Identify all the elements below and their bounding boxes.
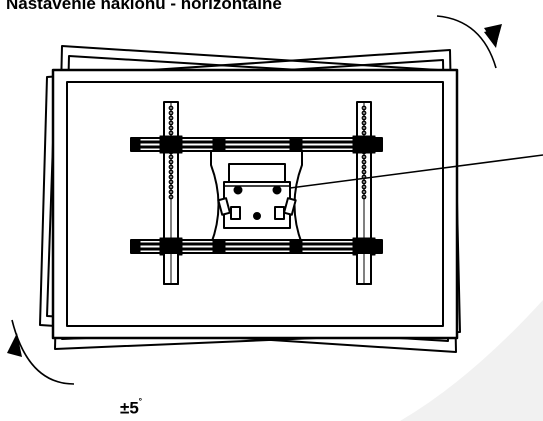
diagram-title: Nastavenie náklonu - horizontálne — [6, 0, 282, 13]
background-shadow-curve — [400, 300, 543, 421]
tv-frame-tilted-counterclockwise — [39, 49, 457, 353]
tilt-angle-label: ±5˚ — [120, 398, 142, 419]
tilt-adjustment-bracket — [217, 163, 297, 229]
curved-arrow-counterclockwise-icon — [7, 319, 75, 385]
degree-symbol: ˚ — [138, 398, 143, 410]
callout-leader-line — [289, 154, 543, 189]
horizontal-rail-top — [130, 135, 383, 154]
tilt-range-value: ±5 — [120, 398, 139, 418]
tv-frame-level — [51, 68, 459, 340]
horizontal-rail-bottom — [130, 237, 383, 256]
vertical-arm-feet — [163, 252, 372, 285]
curved-arrow-clockwise-icon — [436, 15, 502, 69]
